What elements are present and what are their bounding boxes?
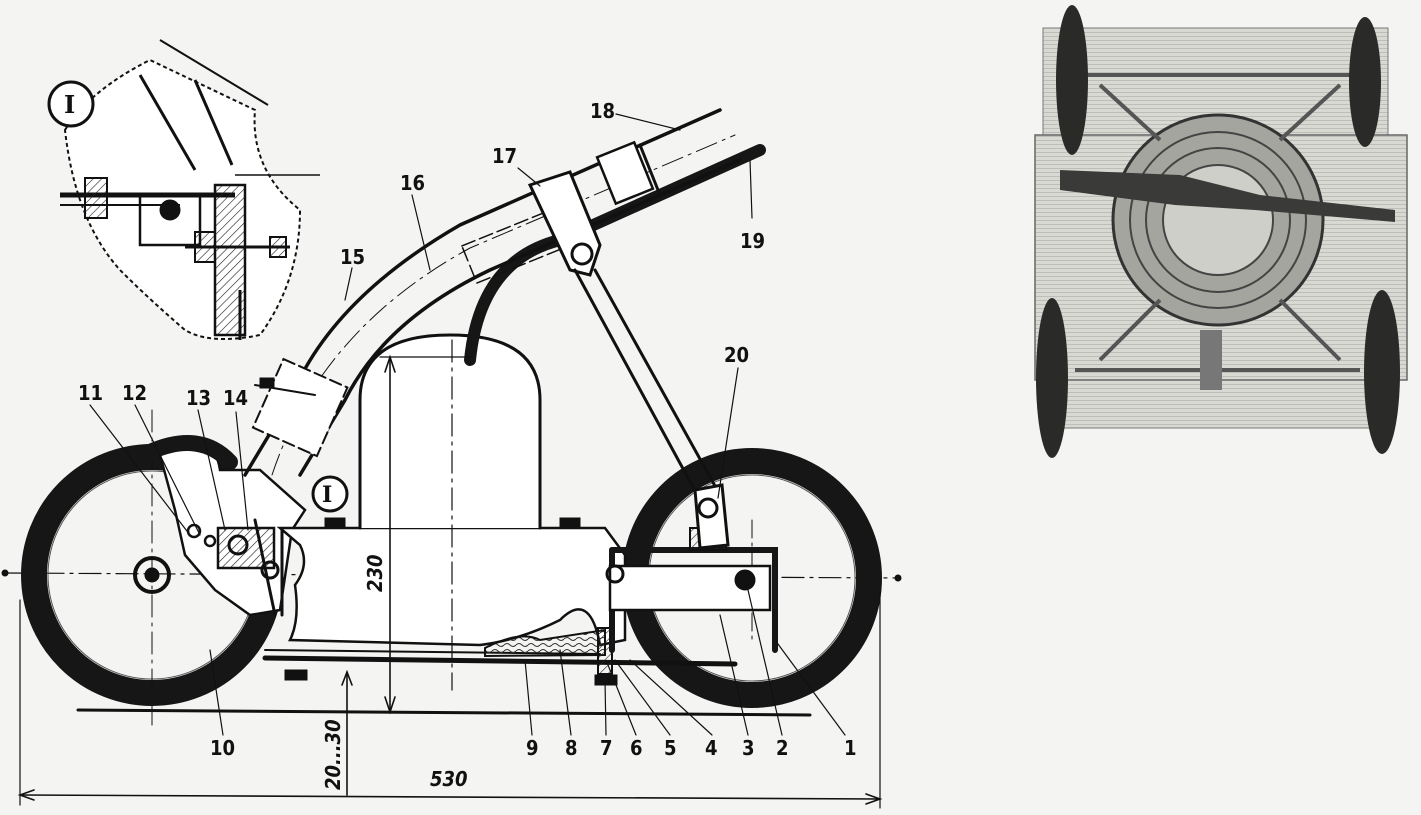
chassis-deck	[262, 526, 738, 686]
top-view-photo	[1034, 5, 1408, 458]
callout-3: 3	[742, 736, 755, 760]
motor-housing	[324, 333, 581, 691]
clearance-dimension	[341, 669, 353, 796]
callout-20: 20	[724, 343, 749, 367]
ground-line	[76, 708, 812, 717]
callout-2: 2	[776, 736, 789, 760]
callout-11: 11	[78, 381, 103, 405]
callout-1: 1	[844, 736, 857, 760]
detail-marker-label-main: I	[322, 482, 332, 508]
callout-17: 17	[492, 144, 517, 168]
callout-18: 18	[590, 99, 615, 123]
callout-19: 19	[740, 229, 765, 253]
callout-16: 16	[400, 171, 425, 195]
callout-6: 6	[630, 736, 643, 760]
rear-bracket	[142, 435, 307, 617]
callout-labels: 1 2 3 4 5 6 7 8 9 10 11 12 13 14 15 16 1…	[64, 90, 857, 791]
callout-13: 13	[186, 386, 211, 410]
handle-tube	[243, 108, 742, 477]
callout-7: 7	[600, 736, 613, 760]
callout-5: 5	[664, 736, 677, 760]
dimension-height-label: 230	[363, 554, 387, 592]
detail-marker-circle	[311, 475, 349, 513]
detail-view-I	[47, 39, 320, 340]
handle-clamp	[251, 357, 349, 458]
dimension-length-label: 530	[430, 767, 468, 791]
side-view	[1, 108, 902, 809]
leader-lines	[89, 113, 846, 736]
wood-insert	[484, 627, 613, 675]
callout-10: 10	[210, 736, 235, 760]
detail-marker-label-detail: I	[64, 90, 75, 119]
callout-8: 8	[565, 736, 578, 760]
front-strut	[527, 170, 730, 550]
callout-12: 12	[122, 381, 147, 405]
callout-14: 14	[223, 386, 248, 410]
callout-15: 15	[340, 245, 365, 269]
callout-9: 9	[526, 736, 539, 760]
height-dimension	[379, 354, 471, 715]
dimension-clearance-label: 20...30	[321, 719, 345, 790]
callout-4: 4	[705, 736, 718, 760]
length-dimension	[17, 589, 883, 809]
